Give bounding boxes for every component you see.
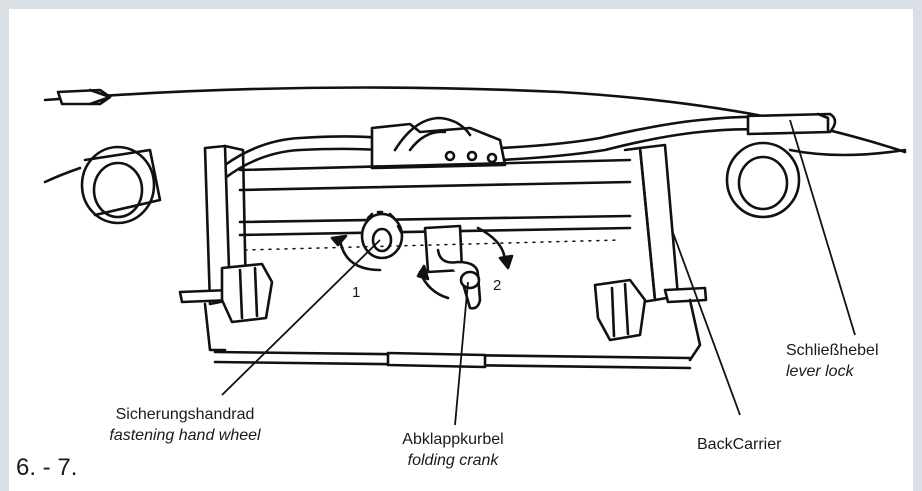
folding-crank-label: Abklappkurbel folding crank xyxy=(378,429,528,471)
folding-crank-en: folding crank xyxy=(407,452,499,469)
lever-lock-label: Schließhebel lever lock xyxy=(786,340,879,382)
figure-number: 6. - 7. xyxy=(16,454,78,481)
marker-1: 1 xyxy=(352,284,361,301)
lever-lock-en: lever lock xyxy=(786,363,854,380)
backcarrier-label: BackCarrier xyxy=(697,436,782,453)
folding-crank-de: Abklappkurbel xyxy=(402,431,504,448)
marker-2: 2 xyxy=(493,277,502,294)
hand-wheel-label: Sicherungshandrad fastening hand wheel xyxy=(95,404,275,446)
hand-wheel-en: fastening hand wheel xyxy=(109,427,261,444)
lever-lock-de: Schließhebel xyxy=(786,342,879,359)
hand-wheel-de: Sicherungshandrad xyxy=(115,406,255,423)
